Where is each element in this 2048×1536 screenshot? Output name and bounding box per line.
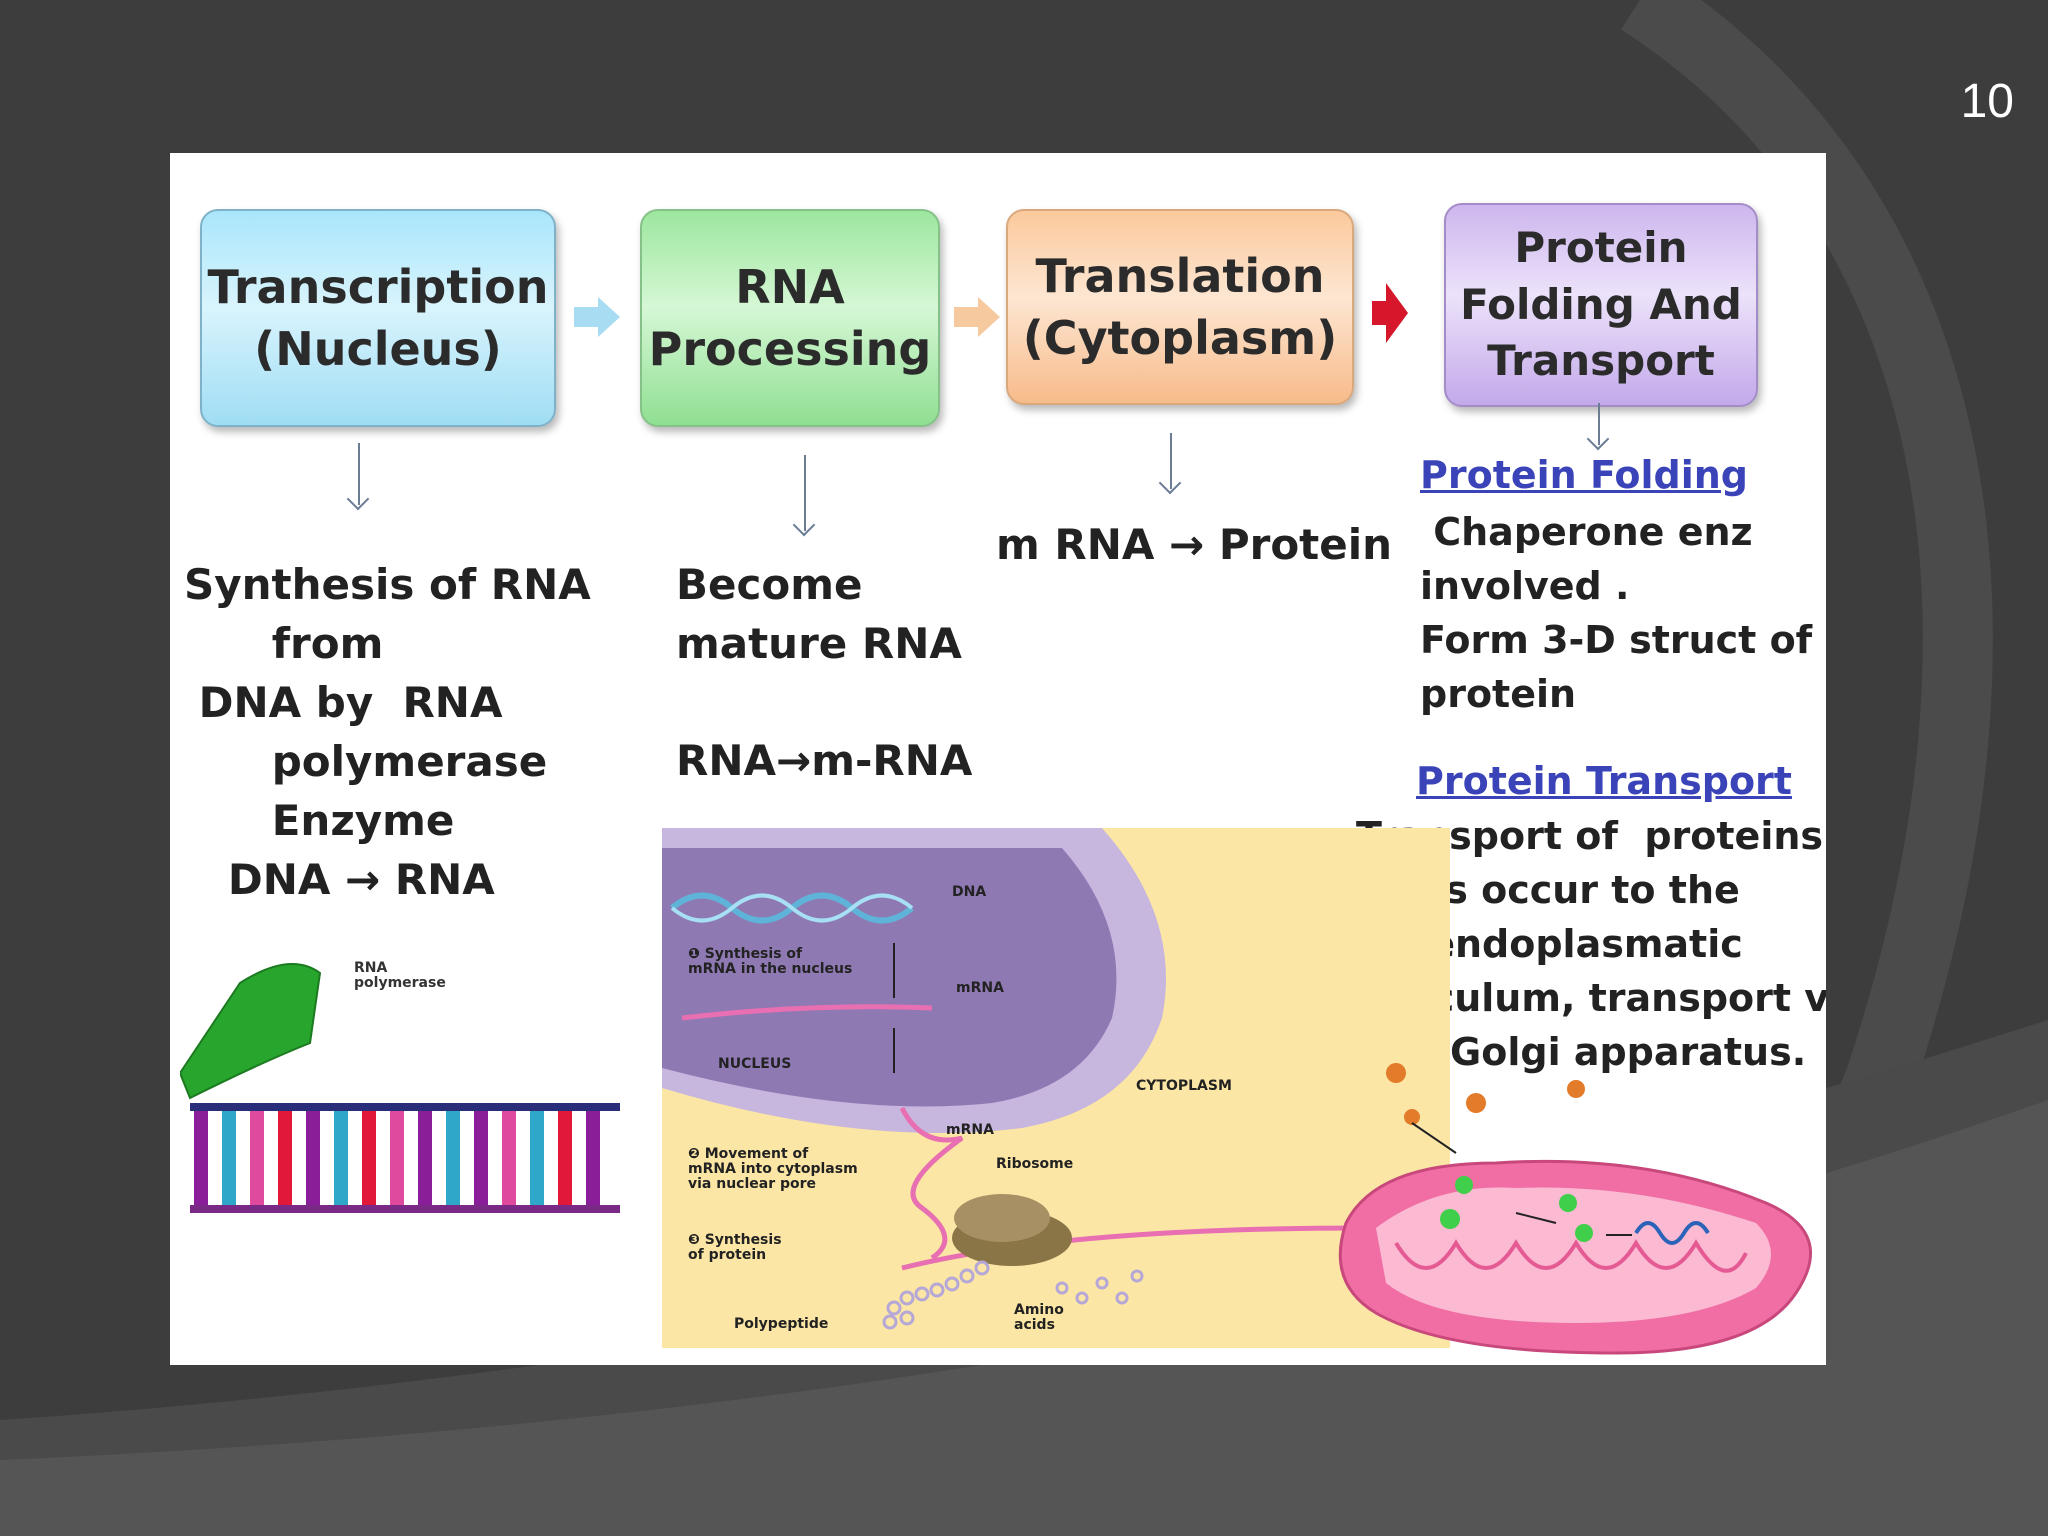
content-panel: Transcription (Nucleus) RNA Processing T…: [170, 153, 1826, 1365]
translation-description: m RNA → Protein: [996, 520, 1393, 569]
processing-formula: RNA→m-RNA: [676, 736, 973, 785]
down-arrow-folding-icon: [1598, 403, 1600, 445]
down-arrow-translation-icon: [1170, 433, 1172, 489]
cell-step2-label: ❷ Movement of mRNA into cytoplasm via nu…: [688, 1146, 858, 1192]
cell-amino-acids-label: Amino acids: [1014, 1302, 1064, 1333]
rna-polymerase-label: RNA polymerase: [354, 960, 446, 991]
cell-mrna-label-2: mRNA: [946, 1122, 994, 1138]
protein-transport-illustration: [1338, 1063, 1812, 1355]
cell-step3-label: ❸ Synthesis of protein: [688, 1232, 782, 1263]
rna-polymerase-illustration: [180, 963, 620, 1213]
slide-number: 10: [1960, 75, 2014, 128]
protein-folding-box: Protein Folding And Transport: [1444, 203, 1758, 407]
protein-transport-heading: Protein Transport: [1416, 759, 1792, 803]
cell-mrna-label-1: mRNA: [956, 980, 1004, 996]
flow-arrow-orange-icon: [954, 297, 1000, 337]
flow-arrow-red-icon: [1372, 283, 1408, 343]
cell-polypeptide-label: Polypeptide: [734, 1316, 829, 1332]
flow-arrow-blue-icon: [574, 297, 620, 337]
translation-box: Translation (Cytoplasm): [1006, 209, 1354, 405]
cell-translation-illustration: [662, 828, 1450, 1348]
transcription-box: Transcription (Nucleus): [200, 209, 556, 427]
protein-folding-heading: Protein Folding: [1420, 453, 1748, 497]
processing-description: Become mature RNA: [676, 560, 962, 668]
down-arrow-transcription-icon: [358, 443, 360, 505]
cell-nucleus-label: NUCLEUS: [718, 1056, 792, 1072]
cell-ribosome-label: Ribosome: [996, 1156, 1074, 1172]
transcription-description: Synthesis of RNA from DNA by RNA polymer…: [184, 560, 591, 904]
down-arrow-processing-icon: [804, 455, 806, 531]
protein-folding-text: Chaperone enz involved . Form 3-D struct…: [1420, 510, 1813, 716]
cell-cytoplasm-label: CYTOPLASM: [1136, 1078, 1232, 1094]
dna-ladder: [190, 1103, 620, 1213]
rna-processing-box: RNA Processing: [640, 209, 940, 427]
cell-step1-label: ❶ Synthesis of mRNA in the nucleus: [688, 946, 853, 977]
cell-dna-label: DNA: [952, 884, 987, 900]
